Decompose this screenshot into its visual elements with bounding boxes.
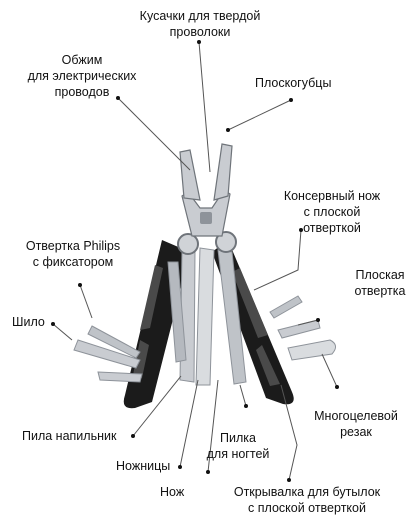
label-awl: Шило [12, 315, 45, 329]
can-opener-tool [269, 295, 303, 319]
callout-dot [51, 322, 55, 326]
callout-dots [51, 40, 339, 482]
callout-dot [131, 434, 135, 438]
pivot-right [215, 231, 237, 253]
label-scissors: Ножницы [116, 459, 171, 473]
callout-dot [226, 128, 230, 132]
multitool-illustration [73, 143, 336, 409]
label-file-saw: Пила напильник [22, 429, 117, 443]
label-crimper: Обжим для электрических проводов [27, 53, 137, 99]
callout-dot [206, 470, 210, 474]
callout-dot [78, 283, 82, 287]
pivot-left [177, 233, 199, 255]
label-nail-file: Пилка для ногтей [206, 431, 270, 461]
label-multi-cutter: Многоцелевой резак [314, 409, 398, 439]
pliers-jaw-right [213, 143, 233, 201]
label-phillips: Отвертка Philips с фиксатором [25, 239, 121, 269]
callout-lines [52, 41, 338, 481]
callout-dot [197, 40, 201, 44]
callout-dot [116, 96, 120, 100]
label-can-opener: Консервный нож с плоской отверткой [283, 189, 381, 235]
callout-dot [289, 98, 293, 102]
awl-tool [73, 339, 141, 369]
label-pliers: Плоскогубцы [255, 76, 332, 90]
label-knife: Нож [160, 485, 185, 499]
callout-dot [299, 228, 303, 232]
label-wire-cutter: Кусачки для твердой проволоки [139, 9, 261, 39]
callout-dot [335, 385, 339, 389]
callout-dot [244, 404, 248, 408]
flat-screwdriver-tool [277, 319, 321, 339]
callout-dot [316, 318, 320, 322]
phillips-tool [87, 325, 141, 359]
knife-blade [195, 247, 215, 386]
scissors-tool [167, 261, 187, 363]
callout-dot [178, 465, 182, 469]
brand-badge [200, 212, 212, 224]
callout-dot [287, 478, 291, 482]
right-handle-cutouts [232, 268, 280, 386]
left-extra-tool [97, 371, 143, 383]
left-handle-cutouts [132, 265, 163, 380]
multi-cutter-tool [287, 339, 336, 361]
pliers-jaw-left [179, 149, 201, 201]
label-flat-screwdriver: Плоская отвертка [354, 268, 406, 298]
label-bottle-opener: Открывалка для бутылок с плоской отвертк… [233, 485, 381, 515]
